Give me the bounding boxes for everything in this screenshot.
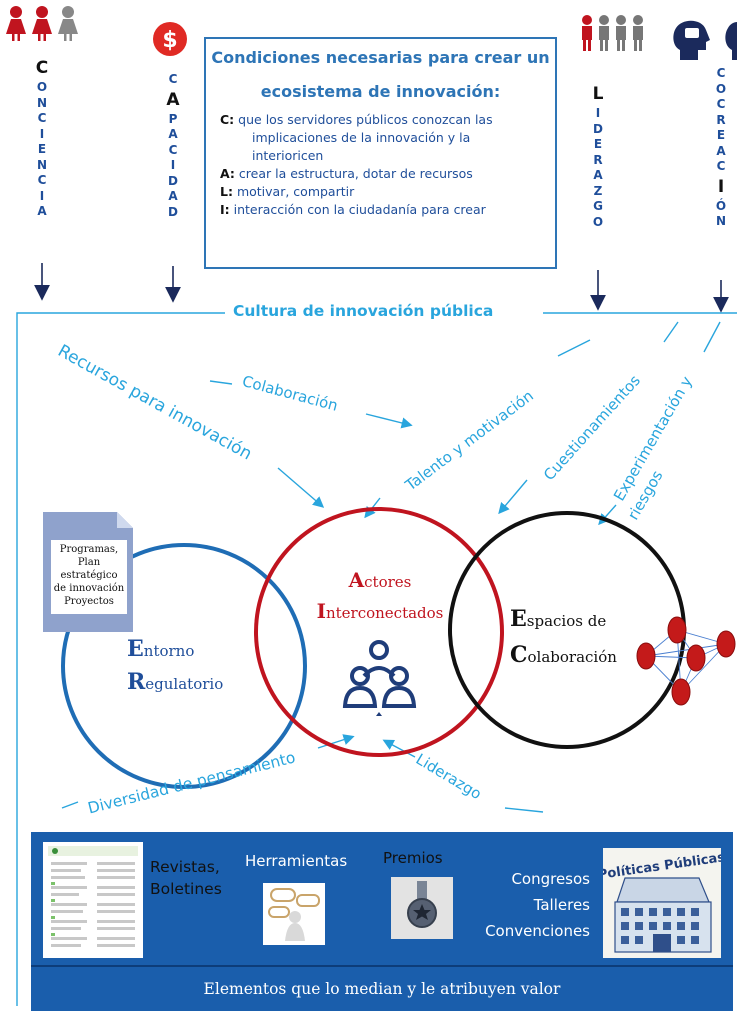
- dollar-symbol: $: [162, 28, 177, 53]
- culture-label: Cultura de innovación pública: [233, 302, 494, 320]
- condition-item-c: C: que los servidores públicos conozcan …: [220, 112, 493, 163]
- people-icons-conciencia: [6, 6, 78, 41]
- conditions-box: Condiciones necesarias para crear un eco…: [204, 37, 557, 269]
- label-actores-interconectados: Actores Interconectados: [316, 568, 444, 623]
- conditions-title-line1: Condiciones necesarias para crear un: [211, 48, 550, 67]
- vertical-word-liderazgo: L I D E R A Z G O: [592, 84, 604, 229]
- vertical-word-capacidad: C A P A C I D A D: [166, 72, 180, 219]
- label-eventos: Congresos Talleres Convenciones: [485, 870, 590, 940]
- people-group-icon: [342, 640, 417, 708]
- label-revistas: Revistas, Boletines: [150, 858, 222, 898]
- label-espacios-colaboracion: Espacios de Colaboración: [510, 606, 617, 668]
- people-icons-liderazgo: [582, 15, 643, 51]
- document-text: Programas, Plan estratégico de innovació…: [53, 544, 125, 607]
- vertical-word-conciencia: C O N C I E N C I A: [35, 58, 49, 218]
- dollar-icon: $: [153, 22, 187, 56]
- head-idea-icon: [673, 20, 737, 60]
- conditions-title-line2: ecosistema de innovación:: [260, 82, 501, 101]
- condition-item-l: L: motivar, compartir: [220, 184, 355, 199]
- label-premios: Premios: [383, 849, 443, 867]
- politicas-publicas-icon: Políticas Públicas: [603, 848, 721, 958]
- condition-item-a: A: crear la estructura, dotar de recurso…: [220, 166, 473, 181]
- magazine-thumbnail-icon: [43, 842, 143, 958]
- medal-icon: [391, 877, 453, 939]
- condition-item-i: I: interacción con la ciudadanía para cr…: [220, 202, 486, 217]
- document-icon: [43, 512, 133, 632]
- tools-figure-icon: [263, 883, 325, 945]
- label-herramientas: Herramientas: [245, 852, 348, 870]
- footer-caption: Elementos que lo median y le atribuyen v…: [31, 965, 733, 1011]
- vertical-word-cocreacion: C O C R E A C I Ó N: [715, 66, 727, 228]
- label-entorno-regulatorio: Entorno Regulatorio: [127, 636, 224, 695]
